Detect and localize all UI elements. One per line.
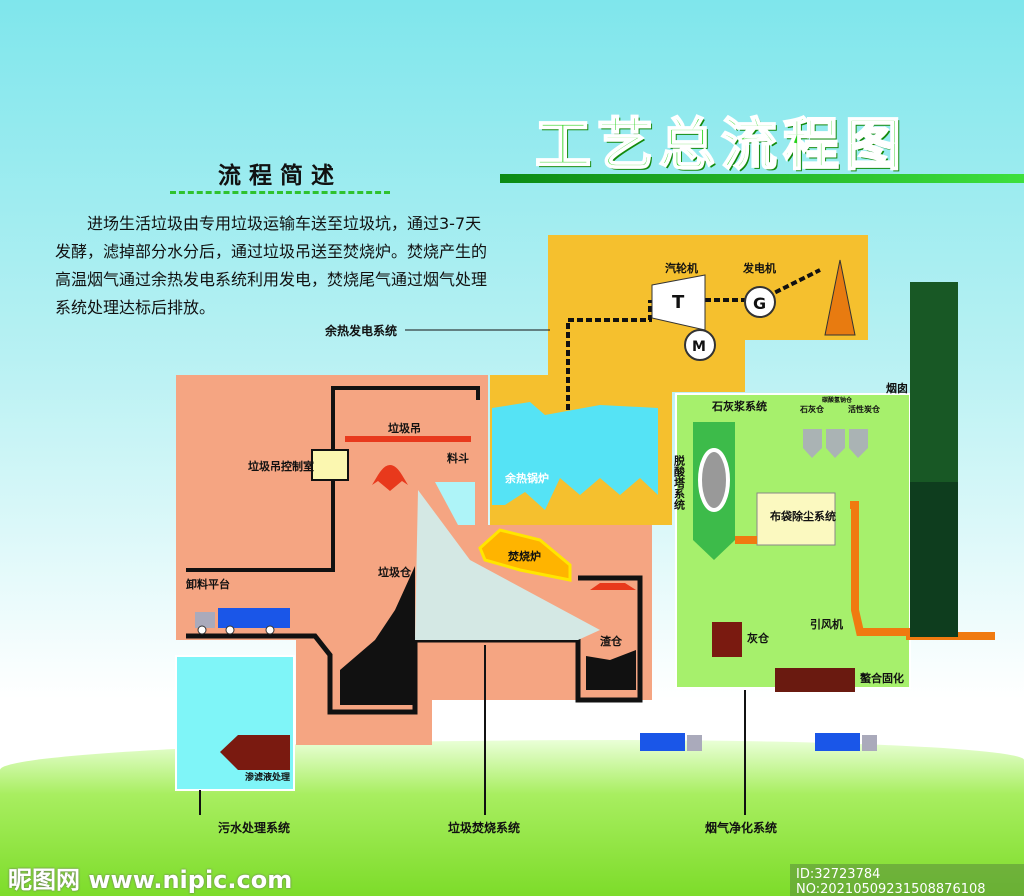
label-flue-gas-system: 烟气净化系统 — [705, 820, 777, 835]
chimney-top — [910, 282, 958, 482]
watermark-logo: 昵图网 www.nipic.com — [8, 866, 293, 894]
label-ash: 灰仓 — [747, 631, 770, 645]
building-wall — [186, 386, 480, 572]
summary-line: 进场生活垃圾由专用垃圾运输车送至垃圾坑，通过3-7天 — [55, 214, 482, 233]
ash-truck — [640, 733, 702, 751]
slag-pile — [586, 650, 636, 690]
label-leachate: 渗滤液处理 — [245, 771, 290, 783]
label-furnace: 焚烧炉 — [507, 549, 541, 563]
label-crane: 垃圾吊 — [388, 421, 421, 435]
label-hopper: 料斗 — [447, 451, 469, 465]
label-G: G — [753, 294, 766, 313]
label-T: T — [672, 292, 685, 313]
ash-silo — [712, 622, 742, 657]
transmission-tower-icon — [824, 259, 856, 336]
watermark-id: ID:32723784 NO:20210509231508876108 — [790, 864, 1024, 896]
leachate-tank — [220, 735, 290, 770]
summary-line: 系统处理达标后排放。 — [55, 298, 216, 317]
summary-text: 进场生活垃圾由专用垃圾运输车送至垃圾坑，通过3-7天 发酵，滤掉部分水分后，通过… — [55, 210, 525, 322]
page-title: 工艺总流程图 — [534, 112, 907, 179]
label-incineration-system: 垃圾焚烧系统 — [448, 820, 520, 835]
label-waste-heat: 余热发电系统 — [324, 323, 397, 338]
slag-hood — [590, 583, 636, 590]
crane-beam — [345, 436, 471, 442]
generator — [744, 286, 776, 318]
crane-control-room — [311, 449, 349, 481]
summary-divider — [170, 191, 390, 194]
label-chimney: 烟囱 — [886, 381, 908, 395]
label-desulf: 脱酸塔系统 — [673, 454, 686, 511]
silos — [803, 429, 868, 458]
label-bag: 布袋除尘系统 — [770, 509, 836, 523]
fire — [478, 528, 572, 582]
steam-pipe — [566, 300, 652, 410]
label-lime-slurry: 石灰浆系统 — [711, 399, 767, 413]
waste-heat-boiler — [492, 402, 658, 510]
title-underline — [500, 174, 1024, 183]
incineration-region — [176, 375, 652, 745]
label-chelate: 螯合固化 — [859, 671, 904, 685]
ramp — [415, 490, 600, 640]
grab-icon — [372, 465, 408, 491]
summary-line: 发酵，滤掉部分水分后，通过垃圾吊送至焚烧炉。焚烧产生的 — [55, 242, 488, 261]
label-unload: 卸料平台 — [186, 577, 230, 591]
summary-heading: 流程简述 — [218, 162, 342, 189]
label-crane-room: 垃圾吊控制室 — [248, 459, 314, 473]
summary-line: 高温烟气通过余热发电系统利用发电，焚烧尾气通过烟气处理 — [55, 270, 488, 289]
label-boiler: 余热锅炉 — [504, 471, 549, 485]
chelation-unit — [775, 668, 855, 692]
label-M: M — [692, 339, 706, 355]
solidified-truck — [815, 733, 877, 751]
waste-pile — [340, 566, 415, 705]
label-turbine: 汽轮机 — [665, 261, 698, 275]
label-pit: 垃圾仓 — [378, 565, 412, 579]
label-soda-silo: 碳酸氢钠仓 — [822, 396, 853, 404]
label-generator: 发电机 — [742, 261, 776, 275]
label-carbon-silo: 活性炭仓 — [848, 404, 881, 414]
garbage-truck — [195, 608, 290, 635]
wastewater-region — [175, 655, 295, 791]
hopper — [435, 482, 475, 525]
label-sewage-system: 污水处理系统 — [218, 820, 290, 835]
bag-filter — [756, 492, 836, 546]
label-fan: 引风机 — [810, 617, 843, 631]
label-slag: 渣仓 — [600, 634, 623, 648]
label-lime-silo: 石灰仓 — [799, 404, 825, 414]
smoke — [698, 448, 730, 512]
condenser — [684, 329, 716, 361]
